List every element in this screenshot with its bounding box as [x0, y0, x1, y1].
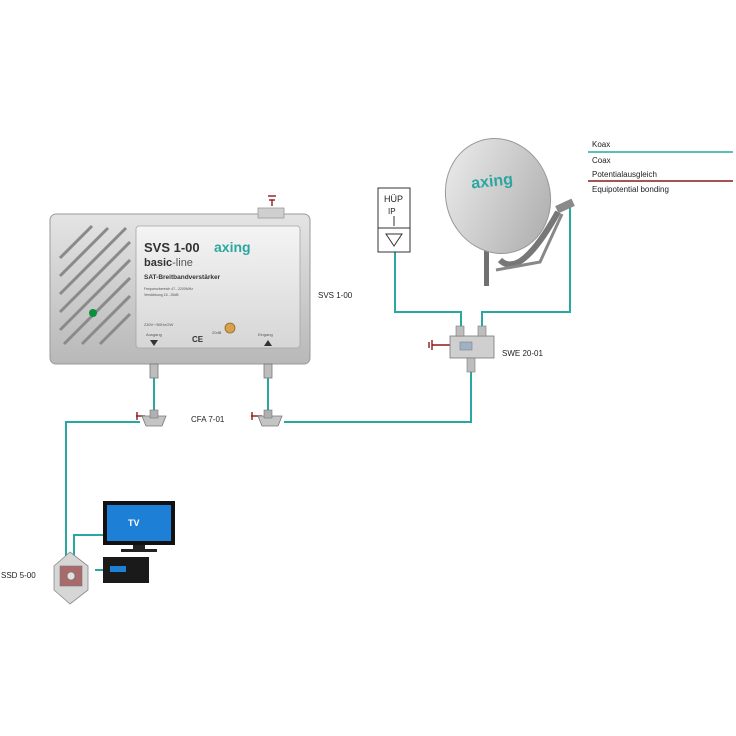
label-ssd: SSD 5-00	[1, 571, 36, 580]
power-led	[89, 309, 97, 317]
amplifier-power: 230V~/50Hz/2W	[144, 322, 173, 327]
amp-in-connector	[263, 363, 273, 379]
receiver	[103, 557, 149, 583]
vent-grille	[58, 224, 132, 346]
cable-hup-to-swe	[394, 252, 462, 326]
satellite-dish: axing	[444, 138, 575, 286]
amplifier-spec-2: Verstärkung 15...25dB	[144, 293, 179, 297]
amplifier-spec-1: Frequenzbereich 47...2200MHz	[144, 287, 193, 291]
out-label: Ausgang	[146, 332, 162, 337]
amp-out-connector	[149, 363, 159, 379]
cfa-left	[141, 409, 167, 427]
cable-ssd-to-tv	[73, 534, 103, 560]
cable-dish-to-swe	[481, 206, 571, 326]
tv-label: TV	[128, 518, 140, 528]
cable-swe-to-cfa	[284, 372, 472, 423]
legend-label-koax: Koax	[592, 140, 610, 149]
amplifier-line-prefix: basic	[144, 257, 172, 269]
hup-box: HÜP IP	[377, 187, 411, 253]
amplifier-line-suffix: -line	[172, 257, 193, 269]
ce-mark: CE	[192, 335, 204, 344]
amplifier-line: basic-line	[144, 257, 193, 269]
label-cfa: CFA 7-01	[191, 415, 225, 424]
ssd-socket	[53, 551, 89, 605]
amplifier-brand: axing	[214, 239, 251, 255]
in-label: Eingang	[258, 332, 273, 337]
amplifier-triangle-icon	[385, 233, 403, 247]
amplifier-subtitle: SAT-Breitbandverstärker	[144, 274, 221, 281]
dish-reflector	[444, 138, 552, 254]
dish-brand: axing	[470, 171, 513, 192]
amplifier-model: SVS 1-00	[144, 240, 200, 255]
cfa-right	[257, 409, 283, 427]
cable-cfa-to-ssd	[65, 421, 140, 579]
hup-line1: HÜP	[384, 194, 403, 204]
tv: TV	[103, 501, 175, 552]
hup-line2: IP	[388, 207, 396, 216]
in-arrow-icon	[264, 340, 272, 346]
out-arrow-icon	[150, 340, 158, 346]
amplifier-panel	[135, 225, 301, 349]
swe-switch	[449, 325, 495, 373]
label-swe: SWE 20-01	[502, 349, 543, 358]
label-svs: SVS 1-00	[318, 291, 353, 300]
legend-label-equipotential: Equipotential bonding	[592, 185, 669, 194]
legend-label-potentialausgleich: Potentialausgleich	[592, 170, 657, 179]
gain-knob	[224, 322, 236, 334]
legend: Koax Coax Potentialausgleich Equipotenti…	[588, 140, 733, 194]
legend-label-coax: Coax	[592, 156, 611, 165]
amplifier-svs: SVS 1-00 basic-line SAT-Breitbandverstär…	[49, 207, 311, 379]
knob-label: 20dB	[212, 330, 222, 335]
